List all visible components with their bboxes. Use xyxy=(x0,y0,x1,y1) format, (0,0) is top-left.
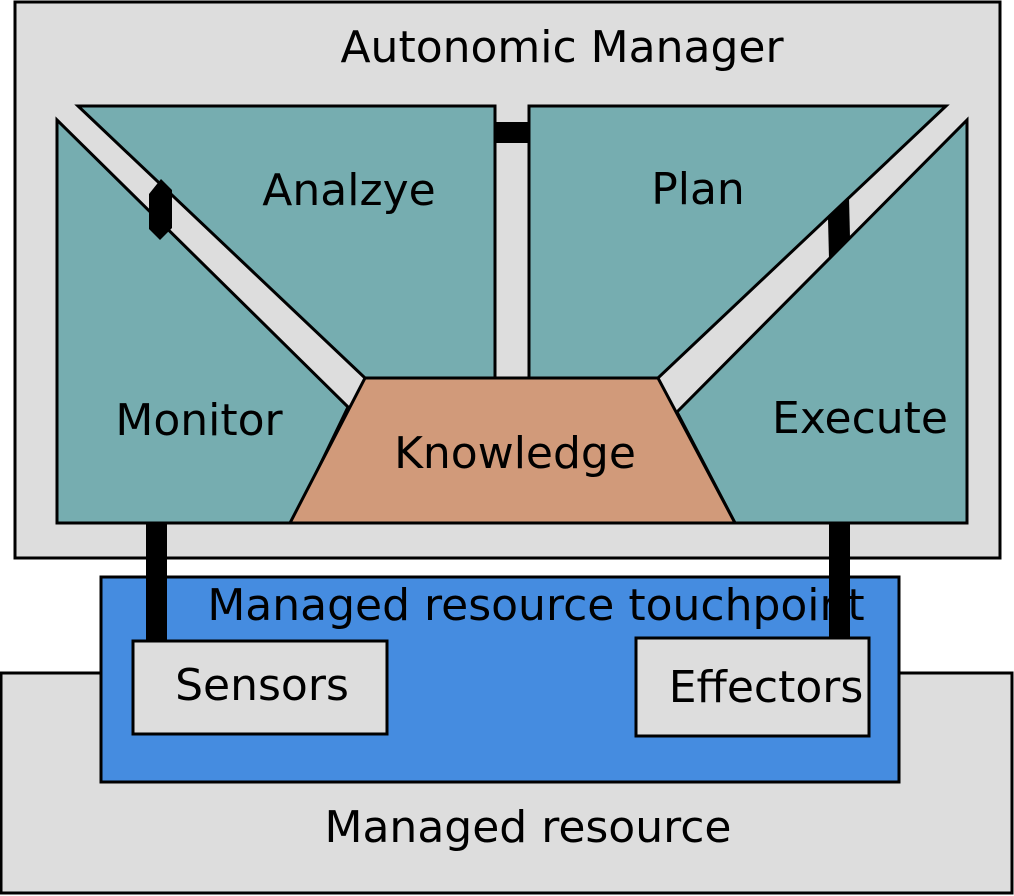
effectors-box xyxy=(634,636,871,738)
autonomic-manager-label: Autonomic Manager xyxy=(340,22,784,73)
knowledge-panel xyxy=(287,376,738,525)
sensors-label: Sensors xyxy=(175,660,349,711)
touchpoint-label: Managed resource touchpoint xyxy=(207,580,864,631)
execute-effectors-connector xyxy=(829,523,850,638)
monitor-analyze-connector xyxy=(149,179,172,240)
analyze-label: Analzye xyxy=(262,165,435,216)
knowledge-label: Knowledge xyxy=(394,428,636,479)
sensors-box xyxy=(131,639,389,736)
monitor-label: Monitor xyxy=(115,395,283,446)
execute-label: Execute xyxy=(772,393,948,444)
plan-execute-connector xyxy=(828,197,850,259)
analyze-plan-connector xyxy=(495,122,529,143)
effectors-label: Effectors xyxy=(669,662,864,713)
managed-resource-label: Managed resource xyxy=(325,802,732,853)
monitor-sensors-connector xyxy=(146,523,167,642)
plan-label: Plan xyxy=(651,164,745,215)
